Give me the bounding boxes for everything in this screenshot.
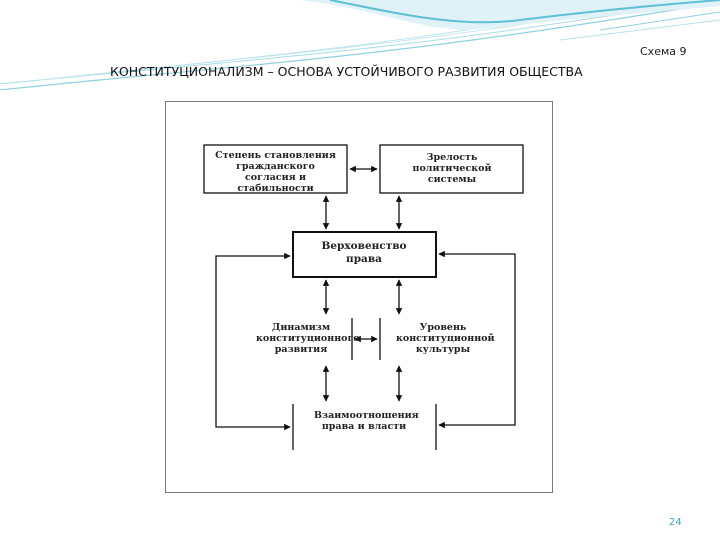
node-box-consent bbox=[203, 144, 348, 194]
scheme-label: Схема 9 bbox=[640, 45, 687, 58]
page-number: 24 bbox=[669, 517, 682, 528]
page-title: КОНСТИТУЦИОНАЛИЗМ – ОСНОВА УСТОЙЧИВОГО Р… bbox=[110, 64, 583, 79]
loop-right bbox=[438, 250, 516, 429]
node-consent: Степень становления гражданского согласи… bbox=[215, 150, 336, 194]
node-political-maturity: Зрелость политической системы bbox=[412, 152, 492, 185]
node-box-rule-of-law bbox=[292, 231, 437, 278]
loop-left bbox=[215, 252, 291, 431]
node-culture: Уровень конституционной культуры bbox=[396, 322, 495, 355]
node-box-political-maturity bbox=[379, 144, 524, 194]
node-law-power: Взаимоотношения права и власти bbox=[314, 410, 419, 432]
node-rule-of-law: Верховенство права bbox=[321, 240, 407, 265]
header-wave-decoration bbox=[0, 0, 720, 90]
node-dynamism: Динамизм конституционного развития bbox=[256, 322, 360, 355]
